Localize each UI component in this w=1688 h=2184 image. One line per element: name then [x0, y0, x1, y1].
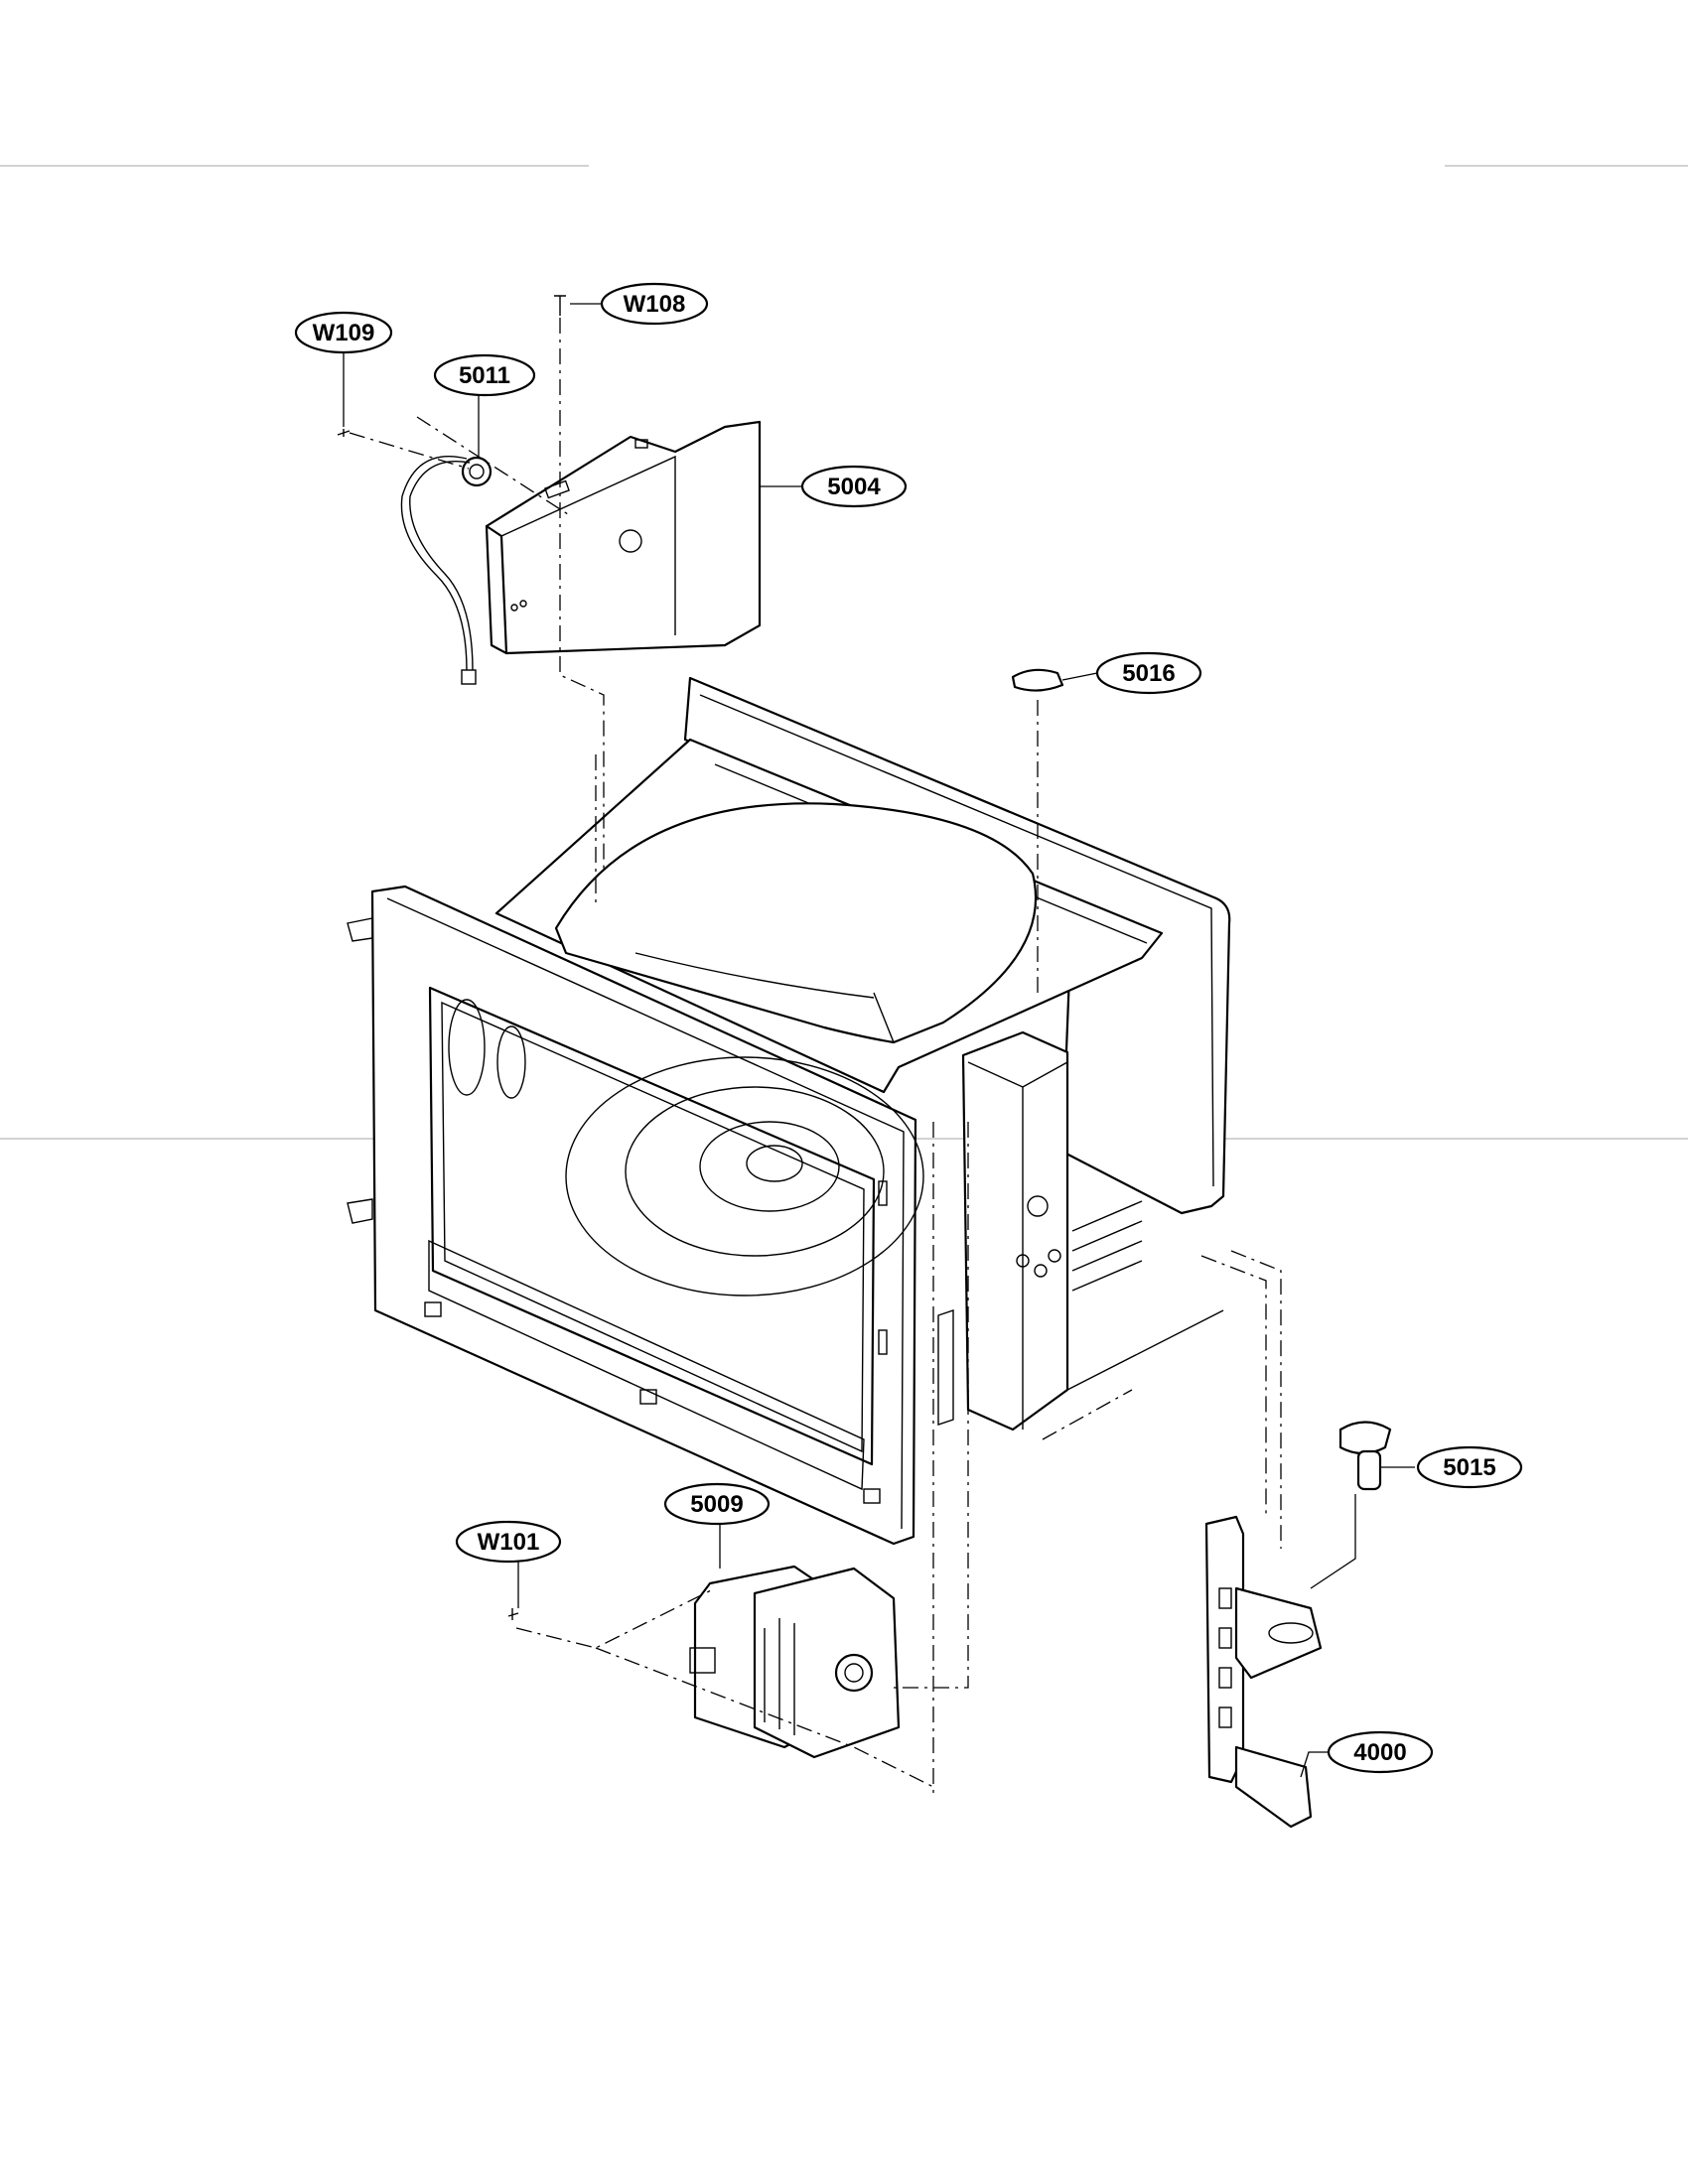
assembly-lines	[349, 318, 1356, 1797]
callout-5004: 5004	[800, 465, 908, 508]
callout-5016: 5016	[1095, 651, 1202, 695]
callout-label-4000: 4000	[1353, 1739, 1406, 1766]
callout-label-w101: W101	[478, 1529, 540, 1556]
callout-5009: 5009	[663, 1482, 771, 1526]
latch-board-part	[1204, 1515, 1323, 1829]
cover-plate-part	[485, 420, 762, 655]
callout-leaders	[343, 303, 1415, 1778]
callout-label-5011: 5011	[459, 362, 510, 389]
callout-label-5015: 5015	[1443, 1454, 1495, 1481]
callout-label-w109: W109	[313, 320, 375, 346]
callout-4000: 4000	[1327, 1730, 1434, 1774]
callout-label-w108: W108	[624, 291, 686, 318]
magnetron-part	[689, 1565, 901, 1759]
callout-label-5009: 5009	[690, 1491, 743, 1518]
screws	[337, 295, 566, 1620]
callout-label-5004: 5004	[827, 474, 881, 500]
callout-w101: W101	[455, 1520, 562, 1564]
callout-label-5016: 5016	[1122, 660, 1175, 687]
fan-motor-part	[400, 455, 492, 685]
fuse-holder-part	[1338, 1421, 1392, 1491]
callout-w109: W109	[294, 311, 393, 354]
callout-5011: 5011	[433, 353, 536, 397]
thermostat-part	[1011, 668, 1064, 692]
callout-w108: W108	[600, 282, 709, 326]
callout-5015: 5015	[1416, 1445, 1523, 1489]
oven-cavity-assembly	[347, 676, 1231, 1546]
